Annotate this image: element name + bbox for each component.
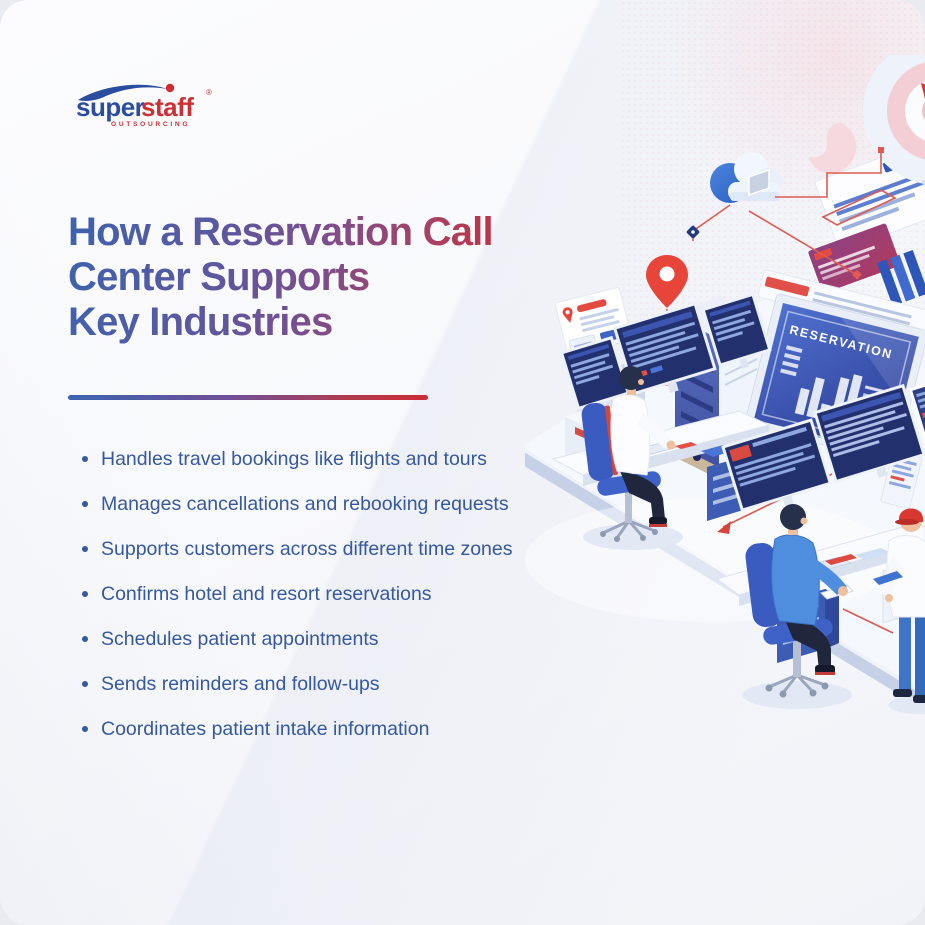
list-item: Supports customers across different time… (68, 539, 548, 560)
agent-avatar-left (581, 366, 683, 550)
list-item-text: Schedules patient appointments (101, 628, 379, 650)
call-center-illustration: RESERVATION (525, 55, 925, 755)
monitor-wall-right (721, 374, 925, 512)
title-line-2: Center Supports (68, 255, 370, 299)
list-item-text: Manages cancellations and rebooking requ… (101, 493, 509, 515)
list-item: Sends reminders and follow-ups (68, 674, 548, 695)
logo-tagline: OUTSOURCING (111, 121, 190, 128)
bullet-dot (82, 726, 88, 732)
location-pin-icon (646, 255, 688, 308)
agent-avatar-right (742, 504, 854, 709)
list-item-text: Coordinates patient intake information (101, 718, 430, 740)
cloud-icon (710, 152, 782, 203)
list-item: Confirms hotel and resort reservations (68, 584, 548, 605)
title-line-3: Key Industries (68, 300, 333, 344)
list-item-text: Sends reminders and follow-ups (101, 673, 380, 695)
list-item-text: Supports customers across different time… (101, 538, 513, 560)
bullet-dot (82, 681, 88, 687)
bullet-list: Handles travel bookings like flights and… (68, 449, 548, 764)
logo-dot-icon (165, 83, 175, 93)
monitor-wall-left (559, 292, 772, 412)
title-divider (68, 395, 428, 400)
bullet-dot (82, 636, 88, 642)
bullet-dot (82, 546, 88, 552)
title-line-1: How a Reservation Call (68, 210, 493, 254)
teardrop-balloon-icon (809, 122, 857, 174)
registered-mark: ® (206, 88, 212, 97)
superstaff-logo: super staff ® OUTSOURCING (70, 80, 218, 130)
logo-text-primary: super (76, 92, 145, 122)
list-item: Coordinates patient intake information (68, 719, 548, 740)
blue-slats (877, 250, 925, 307)
logo-swoosh (78, 84, 167, 101)
list-item-text: Confirms hotel and resort reservations (101, 583, 432, 605)
list-item: Manages cancellations and rebooking requ… (68, 494, 548, 515)
logo-text-secondary: staff (141, 92, 194, 122)
bullet-dot (82, 456, 88, 462)
standing-worker (873, 508, 925, 714)
list-item: Handles travel bookings like flights and… (68, 449, 548, 470)
bullet-dot (82, 501, 88, 507)
bullet-dot (82, 591, 88, 597)
red-arrowhead (717, 521, 731, 534)
list-item: Schedules patient appointments (68, 629, 548, 650)
page-title: How a Reservation Call Center Supports K… (68, 210, 558, 345)
list-item-text: Handles travel bookings like flights and… (101, 448, 487, 470)
